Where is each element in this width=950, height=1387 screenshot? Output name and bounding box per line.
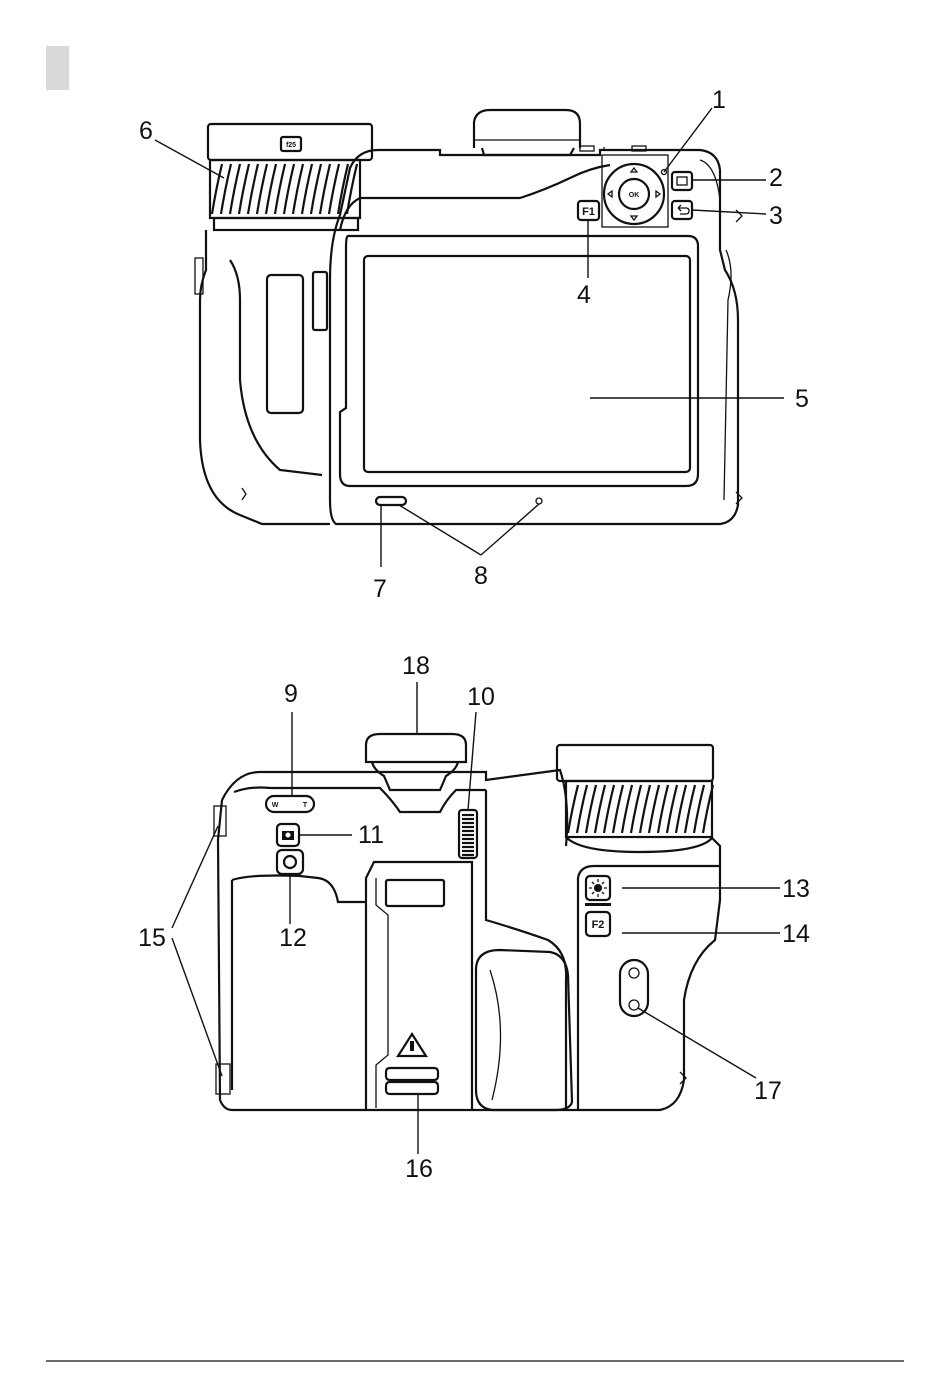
knurl-ridge [694,785,704,833]
knurl-ridge [613,785,623,833]
callout-12: 12 [279,924,307,952]
callout-10: 10 [467,683,495,711]
callout-7: 7 [373,575,387,603]
lens-label-text: f25 [286,142,296,149]
zoom-t-label: T [303,802,308,809]
zoom-w-label: W [272,802,279,809]
knurl-ridge [595,785,605,833]
callout-6: 6 [139,117,153,145]
knurl-ridge [667,785,677,833]
f1-button[interactable]: F1 [578,201,599,220]
capture-button[interactable] [277,824,299,846]
callout-18: 18 [402,652,430,680]
indicator-light [376,497,406,505]
knurl-ridge [230,164,240,214]
camera-screen-view: f25 [139,86,809,603]
callout-1: 1 [712,86,726,114]
callout-4: 4 [577,281,591,309]
control-pad-area: OK [602,155,668,227]
knurl-ridge [266,164,276,214]
callout-16: 16 [405,1155,433,1183]
f1-button-label: F1 [582,206,595,218]
knurl-ridge [676,785,686,833]
knurl-ridge [320,164,330,214]
hand-strap [476,790,572,1110]
callout-13: 13 [782,875,810,903]
callout-9: 9 [284,680,298,708]
knurl-ridge [257,164,267,214]
knurl-ridge [568,785,578,833]
tripod-mount [620,960,648,1016]
callout-14: 14 [782,920,810,948]
knurl-ridge [640,785,650,833]
side-grip [195,230,330,524]
knurl-ridge [577,785,587,833]
ok-button-label: OK [629,192,640,199]
top-dial-side [366,734,466,790]
callout-8: 8 [474,562,488,590]
zoom-switch[interactable]: W T [266,796,314,812]
knurl-ridge [586,785,596,833]
callout-2: 2 [769,164,783,192]
knurl-ridge [649,785,659,833]
knurl-ridge [658,785,668,833]
lens-barrel-side [557,745,713,852]
knurl-ridge [275,164,285,214]
lens-label-f25: f25 [281,137,301,151]
touch-screen [340,236,698,486]
camera-side-view: W T [138,652,810,1183]
battery-cover [366,862,472,1110]
knurl-ridge [622,785,632,833]
callout-15: 15 [138,924,166,952]
knurl-ridge [302,164,312,214]
callout-3: 3 [769,202,783,230]
record-button[interactable] [277,850,303,874]
knurl-ridge [604,785,614,833]
knurl-ridge [248,164,258,214]
knurl-ridge [293,164,303,214]
laser-button[interactable] [586,876,610,900]
knurl-ridge [631,785,641,833]
f2-button-label: F2 [592,919,605,931]
knurl-ridge [221,164,231,214]
callout-17: 17 [754,1077,782,1105]
focus-wheel[interactable] [459,810,477,858]
button-divider [585,903,611,906]
knurl-ridge [284,164,294,214]
image-mode-button[interactable] [672,172,692,190]
callout-11: 11 [358,821,384,849]
knurl-ridge [329,164,339,214]
knurl-ridge [239,164,249,214]
back-button[interactable] [672,201,692,219]
top-dial [474,110,580,155]
f2-button[interactable]: F2 [586,912,610,936]
knurl-ridge [685,785,695,833]
callout-5: 5 [795,385,809,413]
knurl-ridge [311,164,321,214]
microphone-hole [536,498,542,504]
